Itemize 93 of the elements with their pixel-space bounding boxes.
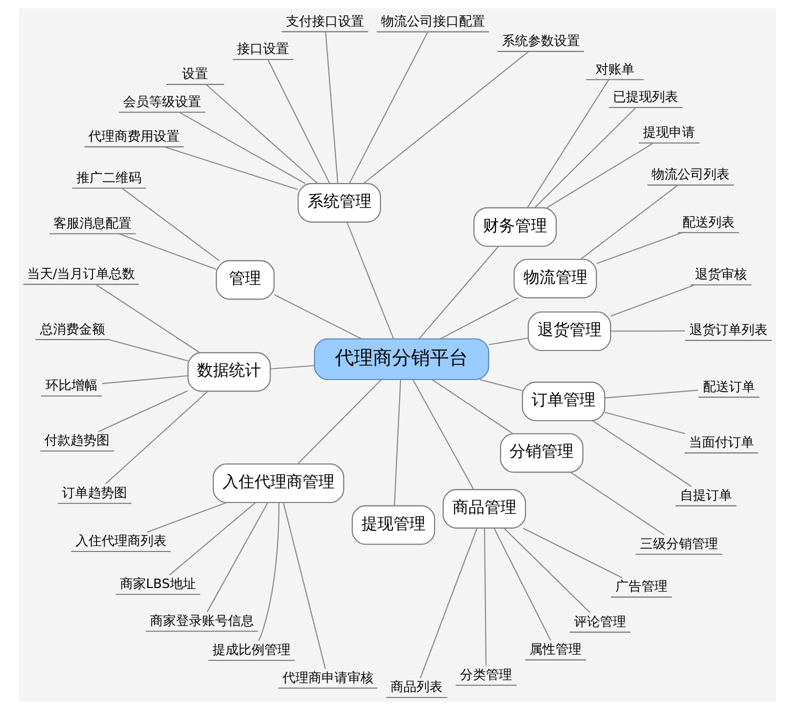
node-box: 订单管理	[521, 382, 605, 422]
connector	[503, 528, 590, 614]
node-text: 客服消息配置	[52, 216, 131, 232]
connector	[206, 84, 318, 184]
node-text: 付款趋势图	[44, 434, 110, 449]
node-text: 推广二维码	[76, 170, 141, 186]
connector	[596, 232, 682, 264]
connector	[178, 112, 305, 184]
node-text: 配送列表	[682, 215, 734, 230]
connector	[493, 528, 551, 641]
node-box: 系统管理	[297, 183, 380, 223]
connector	[610, 284, 695, 316]
connector	[274, 294, 362, 340]
node-text: 系统参数设置	[501, 34, 580, 50]
connector	[431, 379, 513, 434]
node-text: 属性管理	[529, 642, 582, 658]
connector	[258, 502, 279, 642]
node-text: 分类管理	[460, 668, 512, 683]
node-text: 订单趋势图	[62, 486, 127, 502]
node-text: 已提现列表	[612, 90, 678, 106]
node-text: 自提订单	[679, 488, 732, 504]
connector	[546, 142, 654, 208]
node-text: 当天/当月订单总数	[26, 267, 135, 282]
connector	[118, 233, 216, 270]
node-text: 退货订单列表	[688, 323, 767, 338]
connector	[267, 60, 330, 184]
node-text: 商家登录账号信息	[149, 614, 254, 629]
node-text: 三级分销管理	[639, 536, 718, 552]
connector	[440, 298, 518, 340]
connector	[484, 528, 486, 666]
node-text: 会员等级设置	[122, 94, 201, 110]
connector	[592, 420, 692, 487]
node-box: 商品管理	[442, 489, 526, 529]
connector	[526, 79, 609, 208]
connector	[610, 330, 685, 332]
connector	[296, 379, 382, 464]
connector	[102, 375, 188, 384]
node-box: 入住代理商管理	[212, 463, 344, 504]
node-text: 总消费金额	[39, 322, 104, 338]
connector	[270, 365, 314, 370]
node-text: 代理商申请审核	[282, 670, 373, 686]
node-text: 评论管理	[574, 614, 626, 630]
node-text: 当面付订单	[688, 436, 754, 451]
connector	[348, 32, 428, 184]
node-text: 入住代理商列表	[74, 534, 166, 550]
node-text: 对账单	[594, 62, 634, 78]
connector	[104, 390, 208, 484]
connector	[168, 502, 256, 576]
node-text: 商家LBS地址	[120, 577, 196, 592]
node-box: 数据统计	[186, 352, 270, 392]
connector	[604, 412, 685, 434]
connector	[580, 184, 678, 260]
node-text: 环比增幅	[44, 378, 97, 394]
connector	[324, 32, 338, 184]
connector	[346, 222, 394, 339]
connector	[534, 107, 636, 208]
connector	[604, 390, 698, 398]
connector	[206, 502, 268, 612]
node-text: 提成比例管理	[212, 643, 290, 658]
node-text: 广告管理	[614, 580, 667, 595]
node-text: 接口设置	[236, 42, 289, 58]
node-text: 支付接口设置	[285, 14, 364, 30]
connector	[164, 146, 298, 190]
connector	[412, 379, 474, 490]
connector	[419, 528, 477, 678]
node-box: 代理商分销平台	[313, 338, 489, 380]
connector	[121, 188, 220, 262]
node-text: 设置	[182, 67, 208, 82]
connector	[522, 528, 622, 578]
node-box: 提现管理	[351, 505, 435, 545]
node-box: 财务管理	[472, 207, 556, 247]
connector	[488, 338, 528, 346]
connector	[98, 390, 188, 432]
node-box: 物流管理	[513, 258, 596, 298]
connector	[393, 379, 401, 506]
node-text: 配送订单	[702, 380, 754, 395]
connector	[362, 51, 528, 184]
connector	[108, 339, 188, 362]
connector	[418, 246, 498, 340]
node-text: 退货审核	[694, 268, 746, 283]
connector	[94, 284, 200, 353]
node-box: 退货管理	[527, 312, 611, 352]
node-text: 提现申请	[642, 126, 695, 141]
connector	[479, 379, 522, 392]
connector	[282, 502, 326, 669]
node-box: 管理	[215, 260, 274, 300]
connector	[570, 472, 664, 536]
node-box: 分销管理	[500, 433, 583, 473]
node-text: 代理商费用设置	[88, 130, 180, 145]
node-text: 物流公司列表	[651, 168, 730, 183]
node-text: 商品列表	[390, 680, 442, 696]
node-text: 物流公司接口配置	[380, 14, 484, 30]
connector	[146, 502, 226, 533]
